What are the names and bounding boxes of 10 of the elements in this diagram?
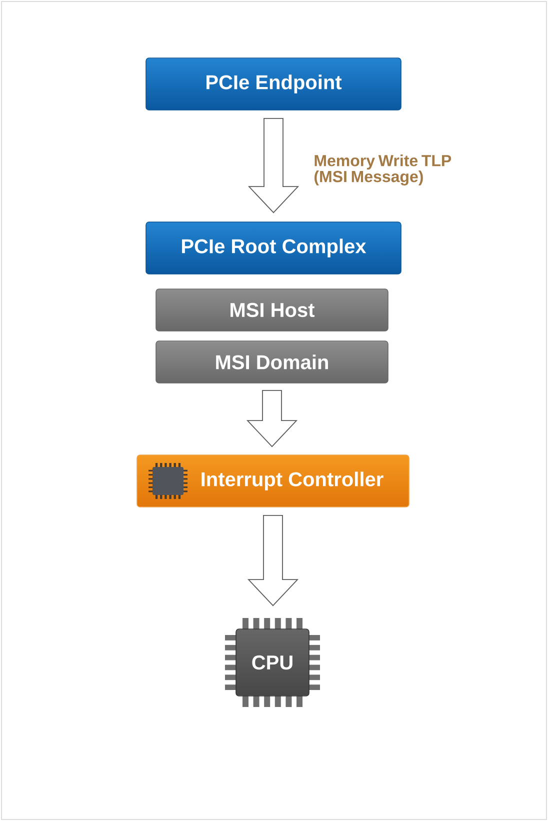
cpu-chip: CPU [225,618,320,707]
block-arrow [247,514,299,606]
edge-label: Memory Write TLP (MSI Message) [314,154,452,186]
process-box: Interrupt Controller [136,454,410,508]
block-arrow [246,390,298,448]
process-box: PCIe Endpoint [146,58,402,110]
process-box: MSI Domain [156,340,388,384]
process-box: MSI Host [156,288,388,332]
process-box: PCIe Root Complex [146,222,402,274]
block-arrow [248,118,300,214]
